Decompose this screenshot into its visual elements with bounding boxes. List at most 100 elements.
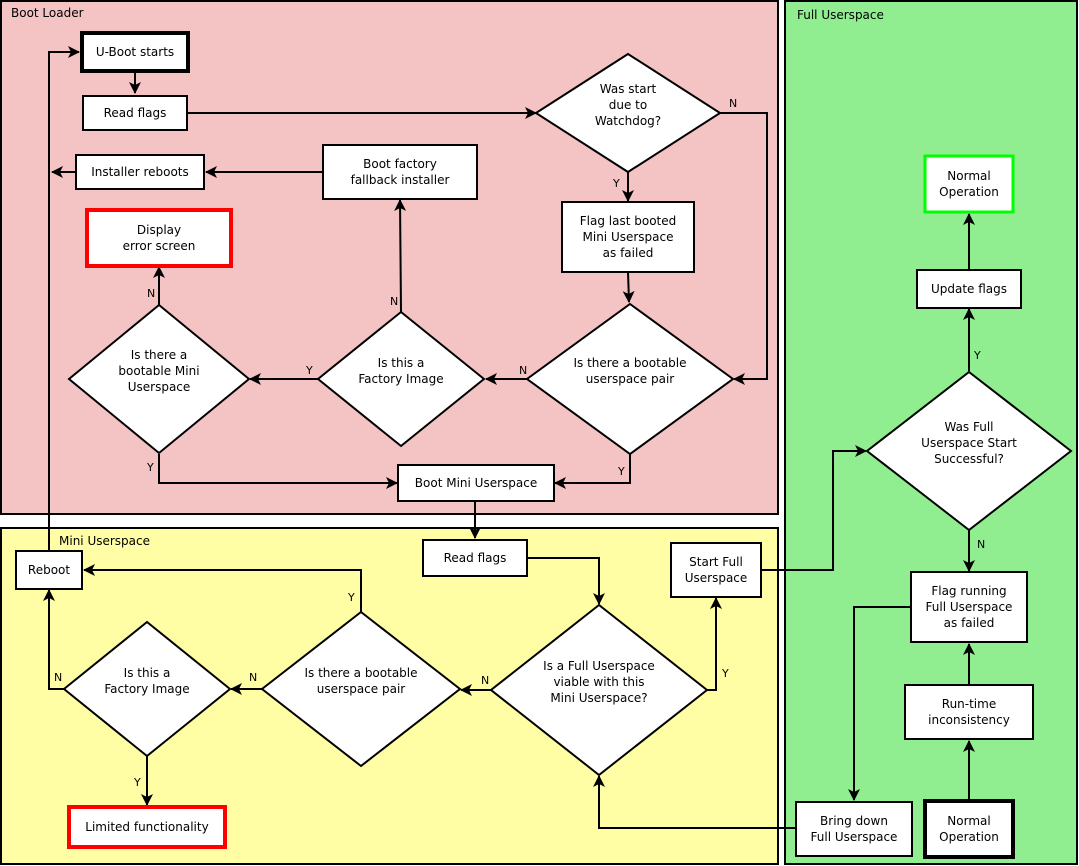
node-boot-mini-userspace: Boot Mini Userspace bbox=[397, 464, 555, 502]
node-bl-factory-image: Is this a Factory Image bbox=[316, 310, 486, 448]
node-label: as failed bbox=[944, 616, 995, 630]
node-label: Start Full bbox=[689, 555, 743, 569]
node-label: Userspace Start bbox=[921, 436, 1017, 450]
edge-mufactory-n bbox=[43, 589, 65, 690]
node-label: Boot Mini Userspace bbox=[415, 476, 537, 490]
edge-label-success-y: Y bbox=[973, 349, 981, 362]
box-normal-operation-top bbox=[923, 154, 1015, 214]
node-label: U-Boot starts bbox=[96, 45, 174, 59]
node-label: due to bbox=[609, 98, 647, 112]
edge-mupair-y bbox=[83, 564, 362, 613]
edge-label-success-n: N bbox=[977, 538, 985, 551]
box-installer-reboots bbox=[75, 154, 205, 190]
node-label: userspace pair bbox=[317, 682, 405, 696]
edge-bringdown-to-viable bbox=[593, 775, 797, 829]
edges bbox=[43, 46, 975, 829]
box-limited-functionality bbox=[67, 805, 227, 849]
decision-bl-bootable-pair bbox=[525, 302, 735, 456]
node-reboot: Reboot bbox=[15, 550, 83, 590]
edge-reboot-to-uboot bbox=[48, 46, 80, 551]
edge-label-bl-factory-n: N bbox=[390, 295, 398, 308]
node-label: Read flags bbox=[104, 106, 167, 120]
node-label: Is there a bootable bbox=[573, 356, 686, 370]
decision-mu-factory-image bbox=[62, 620, 232, 758]
edge-label-bl-mini-y: Y bbox=[146, 461, 154, 474]
node-label: Update flags bbox=[931, 282, 1007, 296]
node-label: Is this a bbox=[378, 356, 425, 370]
lane-label-mini-userspace: Mini Userspace bbox=[59, 534, 150, 548]
box-bring-down-full bbox=[795, 801, 913, 857]
box-runtime-inconsistency bbox=[904, 684, 1034, 740]
node-label: Normal bbox=[947, 814, 990, 828]
node-label: Operation bbox=[939, 185, 999, 199]
node-label: Limited functionality bbox=[85, 820, 208, 834]
edge-mureadflags-to-viable bbox=[527, 557, 605, 605]
decision-bl-factory-image bbox=[316, 310, 486, 448]
node-label: Reboot bbox=[28, 563, 70, 577]
node-label: Display bbox=[137, 223, 181, 237]
node-bl-read-flags: Read flags bbox=[82, 95, 188, 131]
edge-label-mu-factory-n: N bbox=[54, 671, 62, 684]
decision-full-viable bbox=[489, 603, 709, 777]
node-label: error screen bbox=[123, 239, 196, 253]
node-label: Factory Image bbox=[104, 682, 189, 696]
node-uboot-starts: U-Boot starts bbox=[80, 31, 190, 73]
node-mu-read-flags: Read flags bbox=[422, 539, 528, 577]
node-installer-reboots: Installer reboots bbox=[75, 154, 205, 190]
node-label: Read flags bbox=[444, 551, 507, 565]
node-label: Watchdog? bbox=[595, 114, 661, 128]
edge-flaglast-to-pair bbox=[622, 271, 635, 303]
box-boot-factory-fallback bbox=[322, 144, 478, 200]
box-flag-last-booted-mini bbox=[561, 201, 695, 273]
node-label: Boot factory bbox=[363, 157, 437, 171]
box-display-error bbox=[85, 208, 233, 268]
box-update-flags bbox=[916, 269, 1022, 309]
box-reboot bbox=[15, 550, 83, 590]
node-label: Run-time bbox=[942, 697, 996, 711]
box-flag-running-full bbox=[910, 571, 1028, 643]
node-label: viable with this bbox=[553, 675, 644, 689]
node-label: Mini Userspace? bbox=[550, 691, 647, 705]
node-was-start-watchdog: Was start due to Watchdog? bbox=[534, 52, 722, 174]
edge-labels: N Y N Y Y N N Y Y N N Y N Y Y N bbox=[54, 97, 985, 789]
edge-label-watchdog-y: Y bbox=[612, 177, 620, 190]
lane-label-full-userspace: Full Userspace bbox=[797, 8, 884, 22]
node-label: Is there a bbox=[131, 348, 188, 362]
box-start-full-userspace bbox=[670, 542, 762, 598]
node-label: Flag running bbox=[931, 584, 1006, 598]
node-label: Successful? bbox=[934, 452, 1004, 466]
decision-was-start-watchdog bbox=[534, 52, 722, 174]
edge-label-bl-mini-n: N bbox=[147, 287, 155, 300]
node-label: Normal bbox=[947, 169, 990, 183]
edge-blfactory-n bbox=[394, 199, 407, 313]
edge-flagrunning-to-bringdown bbox=[848, 606, 911, 801]
node-label: Is there a bootable bbox=[304, 666, 417, 680]
node-label: Factory Image bbox=[358, 372, 443, 386]
node-label: userspace pair bbox=[586, 372, 674, 386]
node-label: Full Userspace bbox=[811, 830, 898, 844]
node-label: Bring down bbox=[820, 814, 888, 828]
node-limited-functionality: Limited functionality bbox=[67, 805, 227, 849]
edge-label-viable-y: Y bbox=[721, 667, 729, 680]
node-label: Is this a bbox=[124, 666, 171, 680]
edge-label-mu-pair-y: Y bbox=[347, 591, 355, 604]
decision-mu-bootable-pair bbox=[260, 610, 462, 768]
node-label: Is a Full Userspace bbox=[543, 659, 655, 673]
node-mu-factory-image: Is this a Factory Image bbox=[62, 620, 232, 758]
box-bl-read-flags bbox=[82, 95, 188, 131]
node-mu-bootable-pair: Is there a bootable userspace pair bbox=[260, 610, 462, 768]
edge-label-mu-pair-n: N bbox=[249, 671, 257, 684]
node-label: Was start bbox=[600, 82, 657, 96]
edge-label-viable-n: N bbox=[481, 674, 489, 687]
edge-label-bl-pair-n: N bbox=[519, 364, 527, 377]
